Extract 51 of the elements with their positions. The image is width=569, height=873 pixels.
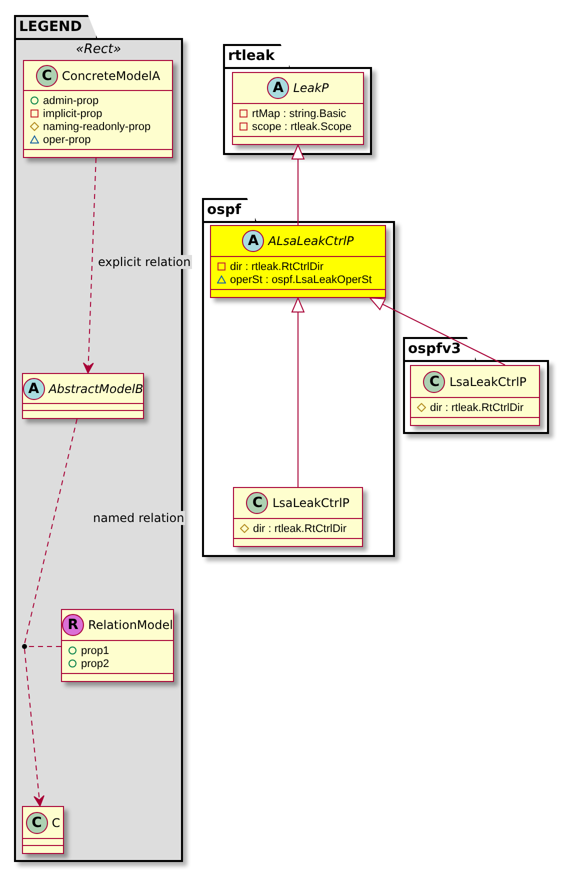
class-name: LsaLeakCtrlP xyxy=(272,496,350,510)
class-box xyxy=(410,365,540,426)
class-badge: C xyxy=(36,64,58,86)
class-badge: A xyxy=(22,378,45,400)
arrow xyxy=(82,158,96,374)
attribute-text: admin-prop xyxy=(43,94,99,106)
attribute-text: oper-prop xyxy=(43,134,91,146)
class-name: RelationModel xyxy=(88,618,173,632)
attribute-text: dir : rtleak.RtCtrlDir xyxy=(230,260,324,272)
attribute-text: dir : rtleak.RtCtrlDir xyxy=(253,522,347,534)
arrow xyxy=(24,648,44,806)
class-badge: A xyxy=(267,77,290,99)
package-tab: LEGEND xyxy=(14,15,98,40)
package-tab: ospfv3 xyxy=(403,337,477,362)
class-box xyxy=(22,373,144,419)
arrow xyxy=(292,144,304,226)
package-tab: ospf xyxy=(202,198,258,223)
attribute-text: scope : rtleak.Scope xyxy=(252,120,352,132)
stereotype-label: «Rect» xyxy=(74,42,122,57)
class-box xyxy=(61,609,174,682)
attribute-text: prop1 xyxy=(81,644,110,656)
attribute-text: rtMap : string.Basic xyxy=(252,108,346,120)
attribute-text: prop2 xyxy=(81,658,110,670)
class-badge: C xyxy=(26,812,48,834)
attribute-text: naming-readonly-prop xyxy=(43,120,151,132)
class-badge: R xyxy=(62,614,84,636)
class-box xyxy=(23,60,173,158)
attribute-text: operSt : ospf.LsaLeakOperSt xyxy=(230,274,372,286)
class-name: AbstractModelB xyxy=(48,382,144,396)
class-name: C xyxy=(52,816,60,830)
class-box xyxy=(232,72,364,145)
class-badge: A xyxy=(242,230,264,252)
class-badge: C xyxy=(423,370,446,392)
class-name: LsaLeakCtrlP xyxy=(449,374,527,388)
class-box xyxy=(22,806,64,854)
connector-line xyxy=(26,646,62,647)
class-name: ConcreteModelA xyxy=(62,68,160,82)
connector-line xyxy=(24,418,78,644)
package-tab: rtleak xyxy=(223,44,291,69)
edge-label: explicit relation xyxy=(97,255,192,269)
class-name: ALsaLeakCtrlP xyxy=(268,234,354,248)
edge-label: named relation xyxy=(92,511,186,525)
class-box xyxy=(210,225,386,298)
attribute-text: dir : rtleak.RtCtrlDir xyxy=(430,402,524,414)
attribute-text: implicit-prop xyxy=(43,108,102,120)
junction-dot xyxy=(22,644,27,649)
arrow xyxy=(370,298,506,366)
class-name: LeakP xyxy=(293,81,329,95)
arrow xyxy=(292,298,304,488)
class-box xyxy=(233,487,363,547)
class-badge: C xyxy=(246,492,268,514)
